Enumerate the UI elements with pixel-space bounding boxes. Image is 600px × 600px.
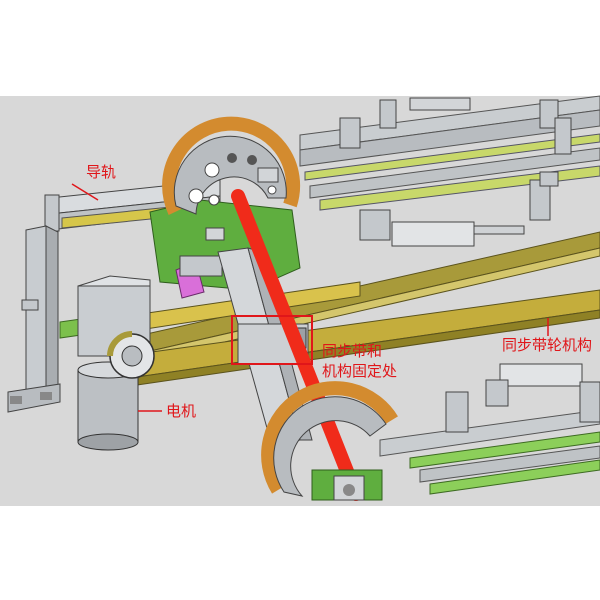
drive-shaft	[231, 189, 363, 501]
motor-label: 电机	[166, 402, 197, 420]
upper-right-rail-assembly	[299, 95, 600, 247]
belt-clamp-label-line2: 机构固定处	[322, 362, 398, 380]
belt-clamp-label-line1: 同步带和	[322, 342, 383, 360]
pulley-mechanism-label: 同步带轮机构	[502, 336, 593, 354]
guide-rail-label: 导轨	[86, 163, 117, 181]
belt-clamp-highlight-box	[231, 315, 313, 365]
motor-assembly	[77, 275, 155, 451]
lower-right-rail-assembly	[379, 363, 600, 495]
left-support-column	[7, 225, 61, 413]
lower-crank-plate	[261, 381, 398, 501]
guide-rail-leader	[71, 183, 99, 201]
